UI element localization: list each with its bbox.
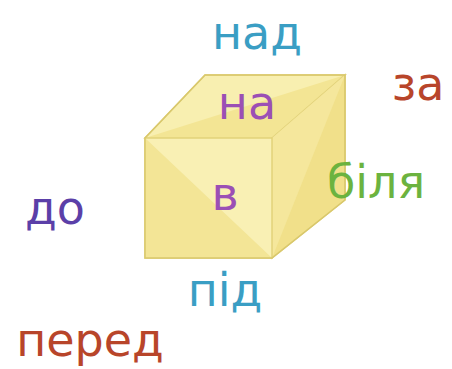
cube-outline	[145, 75, 345, 258]
preposition-label: на	[218, 80, 276, 126]
cube-front-shade	[145, 138, 272, 258]
cube-front-face	[145, 138, 272, 258]
preposition-label: під	[188, 267, 263, 313]
preposition-label: біля	[327, 159, 425, 205]
preposition-label: над	[212, 10, 302, 56]
preposition-label: в	[211, 171, 238, 217]
preposition-label: перед	[16, 317, 164, 363]
preposition-label: за	[392, 61, 445, 107]
preposition-label: до	[25, 185, 85, 231]
